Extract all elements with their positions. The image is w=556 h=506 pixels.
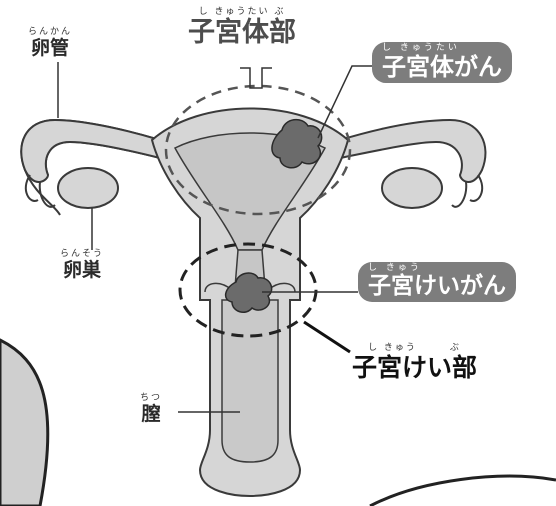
label-ovary-ruby: らんそう: [60, 250, 104, 259]
label-cervix-text: 子宮けい部: [352, 355, 477, 380]
label-cervix: し きゅう ぶ 子宮けい部: [352, 344, 477, 380]
label-uterine-body-ruby: し きゅうたい ぶ: [188, 8, 296, 17]
callout-endometrial-cancer-ruby: し きゅうたい: [382, 44, 502, 53]
label-vagina: ちつ 膣: [140, 394, 162, 424]
right-ovary: [382, 168, 442, 208]
label-ovary: らんそう 卵巣: [60, 250, 104, 280]
label-fallopian-tube: らんかん 卵管: [28, 28, 72, 58]
callout-cervical-cancer-text: 子宮けいがん: [368, 275, 506, 298]
label-vagina-ruby: ちつ: [140, 394, 162, 403]
background-swoosh: [0, 340, 48, 506]
leader-cervix-region: [304, 322, 350, 352]
leader-uterine-body: [240, 68, 272, 88]
label-uterine-body: し きゅうたい ぶ 子宮体部: [188, 8, 296, 46]
label-cervix-ruby: し きゅう ぶ: [352, 344, 477, 353]
callout-cervical-cancer-ruby: し きゅう: [368, 264, 506, 273]
label-vagina-text: 膣: [140, 405, 162, 424]
label-ovary-text: 卵巣: [60, 261, 104, 280]
label-uterine-body-text: 子宮体部: [188, 19, 296, 46]
callout-endometrial-cancer-text: 子宮体がん: [382, 55, 502, 79]
label-fallopian-tube-ruby: らんかん: [28, 28, 72, 37]
label-fallopian-tube-text: 卵管: [28, 39, 72, 58]
callout-endometrial-cancer: し きゅうたい 子宮体がん: [372, 42, 512, 83]
background-curve-right: [370, 476, 556, 506]
vaginal-canal: [222, 300, 278, 462]
left-ovary: [58, 168, 118, 208]
callout-cervical-cancer: し きゅう 子宮けいがん: [358, 262, 516, 302]
